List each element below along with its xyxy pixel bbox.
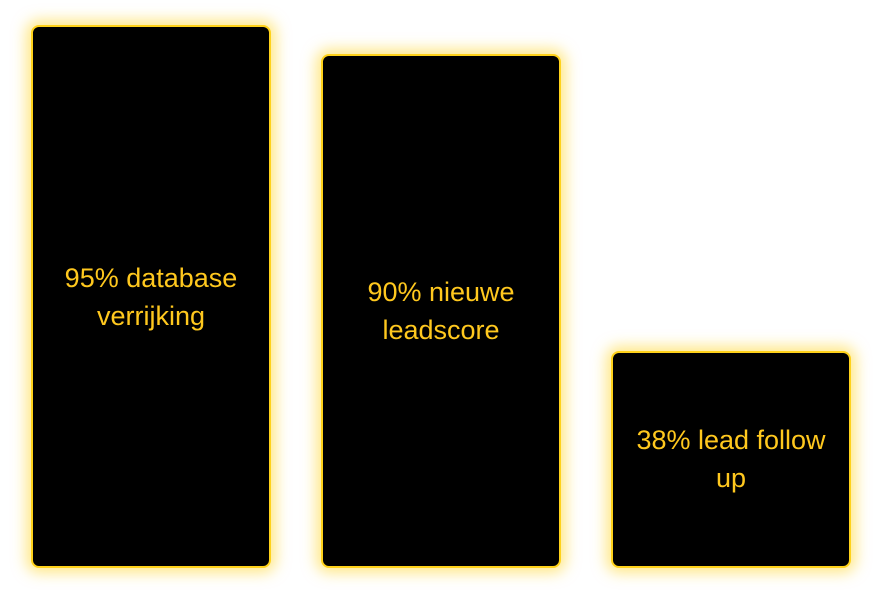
bar-label-2: 90% nieuwe leadscore — [367, 276, 515, 345]
bar-3: 38% lead follow up — [611, 350, 851, 568]
bar-label-1: 95% database verrijking — [64, 262, 238, 331]
bar-1: 95% database verrijking — [31, 25, 271, 568]
bar-label-3: 38% lead follow up — [636, 425, 826, 494]
bar-2: 90% nieuwe leadscore — [321, 53, 561, 568]
